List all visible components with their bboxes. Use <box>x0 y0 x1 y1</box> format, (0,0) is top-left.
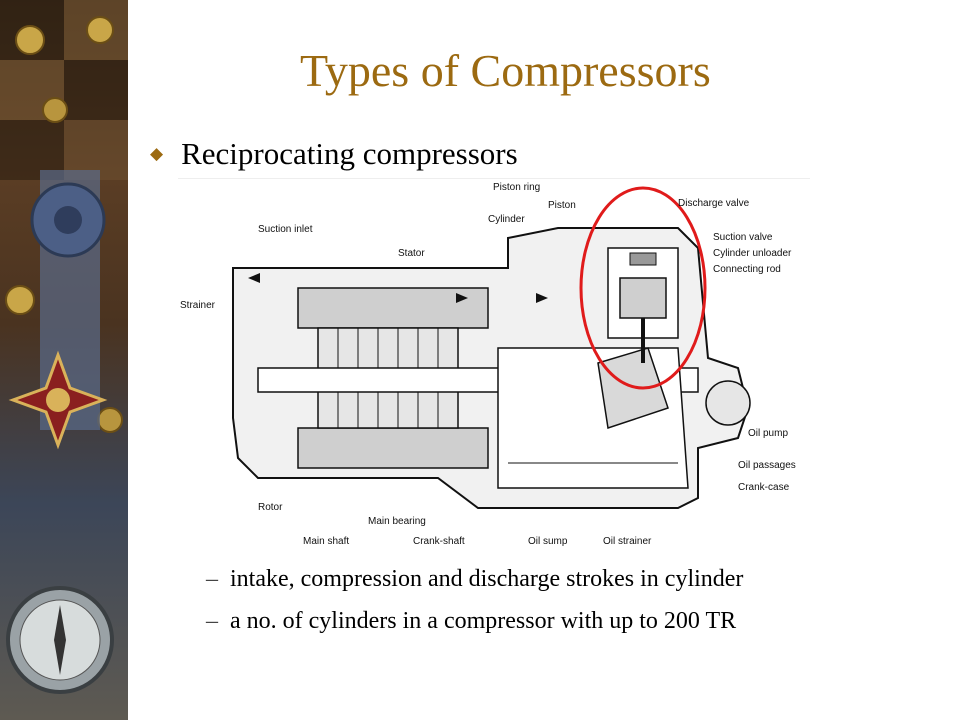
label-cylinder-unloader: Cylinder unloader <box>713 248 792 259</box>
diamond-bullet-icon: ◆ <box>150 144 164 163</box>
sub-bullet-marker: – <box>206 608 218 634</box>
label-connecting-rod: Connecting rod <box>713 264 781 275</box>
sub-bullet-cylinders: –a no. of cylinders in a compressor with… <box>206 608 736 635</box>
label-crank-shaft: Crank-shaft <box>413 536 465 547</box>
slide-title: Types of Compressors <box>300 45 711 96</box>
oil-pump <box>705 380 751 426</box>
label-main-bearing: Main bearing <box>368 516 426 527</box>
label-piston: Piston <box>548 200 576 211</box>
compressor-diagram: Piston ring Piston Cylinder Discharge va… <box>178 178 810 547</box>
sub-bullet-marker: – <box>206 566 218 592</box>
label-cylinder: Cylinder <box>488 214 525 225</box>
sub-bullet-text: intake, compression and discharge stroke… <box>230 566 744 592</box>
label-stator: Stator <box>398 248 425 259</box>
label-suction-valve: Suction valve <box>713 232 773 243</box>
label-discharge-valve: Discharge valve <box>678 198 750 209</box>
label-oil-passages: Oil passages <box>738 460 796 471</box>
flow-arrow-icon <box>248 273 260 283</box>
bullet-reciprocating: ◆ Reciprocating compressors <box>150 136 518 172</box>
label-strainer: Strainer <box>180 300 216 311</box>
label-oil-sump: Oil sump <box>528 536 568 547</box>
flow-arrow-icon <box>456 293 468 303</box>
label-piston-ring: Piston ring <box>493 182 540 193</box>
crank-case <box>497 347 689 489</box>
label-crank-case: Crank-case <box>738 482 790 493</box>
piston <box>619 277 667 319</box>
sub-bullet-text: a no. of cylinders in a compressor with … <box>230 608 737 634</box>
stator <box>297 287 489 329</box>
stator-lower <box>297 427 489 469</box>
label-suction-inlet: Suction inlet <box>258 224 313 235</box>
bullet-text: Reciprocating compressors <box>181 136 518 171</box>
decorative-side-strip <box>0 0 128 720</box>
sub-bullet-strokes: –intake, compression and discharge strok… <box>206 566 743 593</box>
flow-arrow-icon <box>536 293 548 303</box>
label-oil-strainer: Oil strainer <box>603 536 652 547</box>
decorative-collage <box>0 0 128 694</box>
highlight-ellipse <box>579 186 707 390</box>
label-main-shaft: Main shaft <box>303 536 349 547</box>
label-rotor: Rotor <box>258 502 283 513</box>
label-oil-pump: Oil pump <box>748 428 788 439</box>
valve-plate <box>629 252 657 266</box>
